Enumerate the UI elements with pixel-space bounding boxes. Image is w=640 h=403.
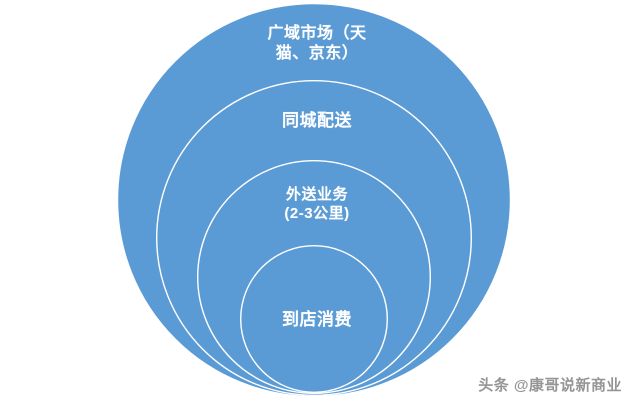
watermark-text: 头条 @康哥说新商业 [478, 377, 622, 394]
circle-ring-4[interactable] [239, 244, 389, 394]
